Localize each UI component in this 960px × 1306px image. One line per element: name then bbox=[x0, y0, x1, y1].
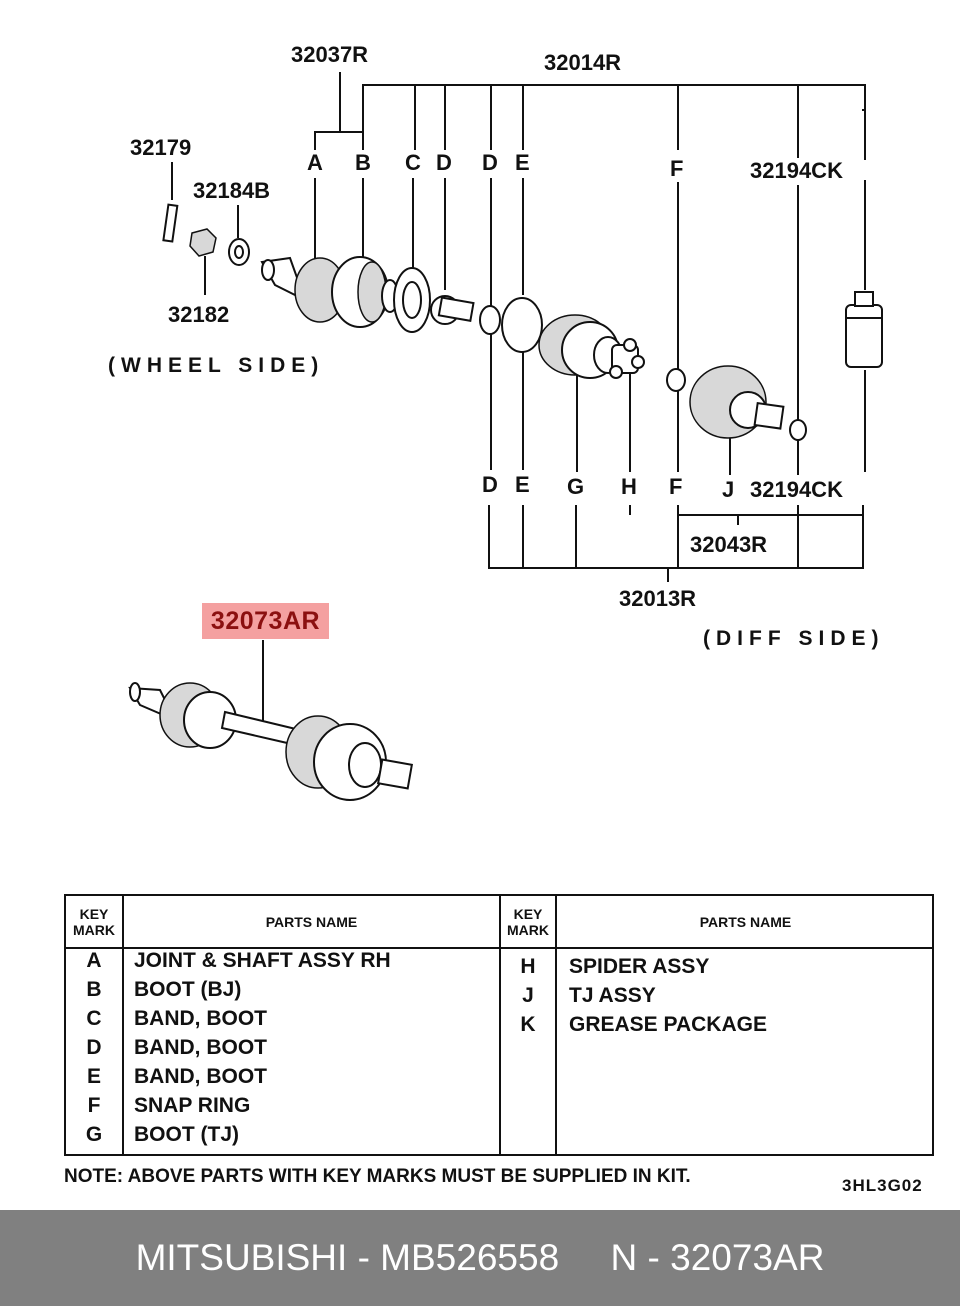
top-key-marks: A B C D D E F bbox=[307, 150, 683, 181]
mark-A: A bbox=[307, 150, 323, 175]
mark-E: E bbox=[515, 472, 530, 497]
boot-band-D-small bbox=[430, 295, 475, 325]
castle-nut-icon bbox=[189, 228, 217, 257]
spider-assy-H bbox=[609, 338, 645, 379]
mark-E: E bbox=[515, 150, 530, 175]
part-leader-lines bbox=[314, 178, 866, 475]
label-32037R: 32037R bbox=[291, 42, 368, 67]
diff-side-label: (DIFF SIDE) bbox=[703, 627, 885, 650]
legend-mark: J bbox=[522, 984, 534, 1007]
footer-text: MITSUBISHI - MB526558 N - 32073AR bbox=[135, 1237, 825, 1278]
label-32194CK-bottom: 32194CK bbox=[750, 477, 843, 502]
legend-mark: F bbox=[87, 1094, 101, 1117]
boot-band-C bbox=[393, 267, 431, 333]
mark-H: H bbox=[621, 474, 637, 499]
legend-mark: K bbox=[520, 1013, 536, 1036]
header-parts-name: PARTS NAME bbox=[265, 913, 358, 930]
mark-D: D bbox=[436, 150, 452, 175]
legend-part-name: BAND, BOOT bbox=[134, 1007, 267, 1030]
legend-part-name: SNAP RING bbox=[134, 1094, 251, 1117]
highlighted-part-number[interactable]: 32073AR bbox=[202, 603, 329, 639]
bottom-callout-lines bbox=[488, 505, 864, 582]
legend-part-name: TJ ASSY bbox=[569, 984, 656, 1007]
legend-mark: B bbox=[86, 978, 102, 1001]
outer-joint-assembly bbox=[260, 256, 399, 328]
bottom-key-marks: D E G H F J bbox=[482, 472, 734, 502]
legend-part-name: GREASE PACKAGE bbox=[569, 1013, 767, 1036]
top-callout-lines bbox=[314, 72, 866, 160]
table-divider bbox=[122, 896, 124, 1154]
legend-mark: H bbox=[520, 955, 536, 978]
table-divider bbox=[555, 896, 557, 1154]
legend-part-name: BOOT (BJ) bbox=[134, 978, 242, 1001]
label-32013R: 32013R bbox=[619, 586, 696, 611]
grease-package-K bbox=[845, 291, 883, 368]
key-mark-legend-table: KEY MARK PARTS NAME KEY MARK PARTS NAME … bbox=[64, 894, 934, 1156]
legend-mark: D bbox=[86, 1036, 102, 1059]
legend-mark: E bbox=[86, 1065, 101, 1088]
mark-F: F bbox=[669, 474, 682, 499]
header-key-mark: KEY MARK bbox=[73, 905, 115, 938]
mark-B: B bbox=[355, 150, 371, 175]
mark-D: D bbox=[482, 472, 498, 497]
legend-part-name: BOOT (TJ) bbox=[134, 1123, 239, 1146]
boot-band-E-icon bbox=[501, 297, 543, 353]
legend-part-name: BAND, BOOT bbox=[134, 1036, 267, 1059]
legend-mark: A bbox=[86, 949, 102, 972]
washer-hole-icon bbox=[234, 245, 244, 259]
tj-assy-J bbox=[689, 365, 785, 439]
drawing-code: 3HL3G02 bbox=[842, 1176, 923, 1195]
legend-mark: C bbox=[86, 1007, 102, 1030]
label-32184B: 32184B bbox=[193, 178, 270, 203]
legend-part-name: SPIDER ASSY bbox=[569, 955, 710, 978]
legend-part-name: BAND, BOOT bbox=[134, 1065, 267, 1088]
boot-band-D-icon bbox=[479, 305, 501, 335]
legend-part-name: JOINT & SHAFT ASSY RH bbox=[134, 949, 391, 972]
tj-boot-G bbox=[538, 314, 623, 379]
header-parts-name: PARTS NAME bbox=[699, 913, 792, 930]
label-32194CK-top: 32194CK bbox=[750, 158, 843, 183]
mark-D: D bbox=[482, 150, 498, 175]
table-header-divider bbox=[66, 947, 932, 949]
legend-mark: G bbox=[85, 1123, 103, 1146]
seal-ring-icon bbox=[789, 419, 807, 441]
label-32043R: 32043R bbox=[690, 532, 767, 557]
label-32182: 32182 bbox=[168, 302, 229, 327]
snap-ring-F-icon bbox=[666, 368, 686, 392]
mark-F: F bbox=[670, 156, 683, 181]
mark-C: C bbox=[405, 150, 421, 175]
wheel-side-label: (WHEEL SIDE) bbox=[108, 354, 324, 377]
header-key-mark: KEY MARK bbox=[507, 905, 549, 938]
drive-shaft-assembly bbox=[128, 682, 414, 801]
mark-J: J bbox=[722, 477, 734, 502]
exploded-parts-diagram: 32037R 32014R A B C D D E F 32194CK bbox=[108, 42, 885, 801]
table-divider bbox=[499, 896, 501, 1154]
part-number-footer: MITSUBISHI - MB526558 N - 32073AR bbox=[0, 1210, 960, 1306]
highlighted-part-label: 32073AR bbox=[210, 607, 321, 635]
label-32014R: 32014R bbox=[544, 50, 621, 75]
kit-note: NOTE: ABOVE PARTS WITH KEY MARKS MUST BE… bbox=[64, 1166, 691, 1187]
mark-G: G bbox=[567, 474, 584, 499]
cotter-pin-icon bbox=[162, 203, 179, 243]
label-32179: 32179 bbox=[130, 135, 191, 160]
